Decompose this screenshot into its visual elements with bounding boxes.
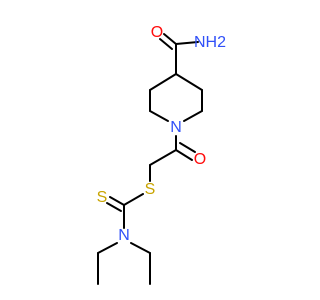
bond-cs-double-2 xyxy=(106,202,122,212)
bond-amide-co-1 xyxy=(163,33,177,45)
bond-ring-1 xyxy=(149,73,177,91)
bond-s-to-thiocarbon xyxy=(123,193,144,206)
bond-cs-double-1 xyxy=(109,196,125,206)
atom-nh2-amide: NH2 xyxy=(194,34,226,51)
bond-ring-6 xyxy=(175,73,203,91)
bonds xyxy=(97,33,203,285)
bond-ring-4 xyxy=(183,110,203,122)
bond-ketone-co-1 xyxy=(175,149,193,161)
atom-nitrogen-amine: N xyxy=(118,227,130,244)
bond-ring-3 xyxy=(149,110,169,122)
molecule-diagram: O NH2 N O S S N xyxy=(97,24,226,285)
bond-amide-co-2 xyxy=(159,38,173,50)
bond-carbonyl-to-nh2 xyxy=(175,41,199,45)
atom-labels: O NH2 N O S S N xyxy=(97,24,226,244)
bond-n-to-ethyl-right xyxy=(130,242,151,254)
atom-nitrogen-ring: N xyxy=(170,119,182,136)
atom-oxygen-ketone: O xyxy=(194,151,206,168)
atom-sulfur-thione: S xyxy=(97,189,108,206)
bond-carbonyl-to-ch2 xyxy=(149,149,177,166)
atom-sulfur-thioether: S xyxy=(145,181,156,198)
atom-oxygen-amide: O xyxy=(151,24,163,41)
bond-ketone-co-2 xyxy=(179,142,196,153)
bond-n-to-ethyl-left xyxy=(97,242,118,254)
structure-drawing: O NH2 N O S S N xyxy=(97,24,226,285)
